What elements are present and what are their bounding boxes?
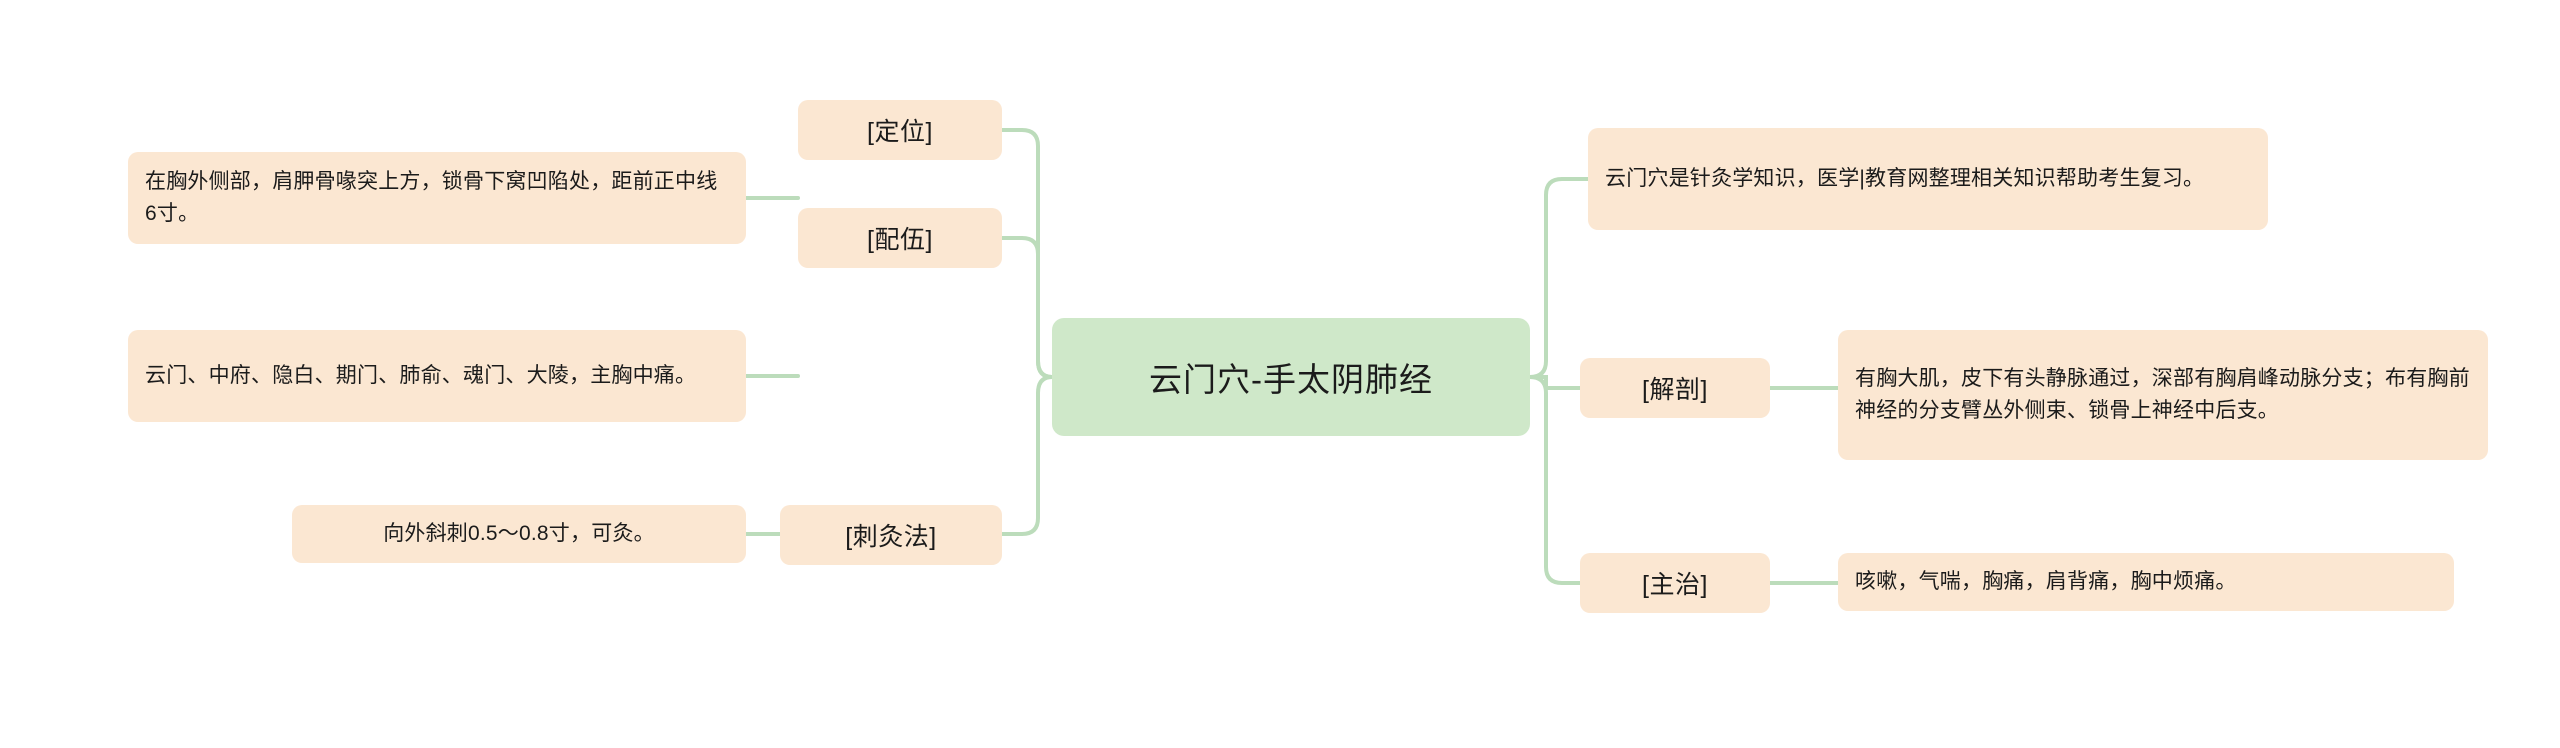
detail-box-intro[interactable]: 云门穴是针灸学知识，医学|教育网整理相关知识帮助考生复习。 bbox=[1588, 128, 2268, 230]
detail-box-jiepou[interactable]: 有胸大肌，皮下有头静脉通过，深部有胸肩峰动脉分支；布有胸前神经的分支臂丛外侧束、… bbox=[1838, 330, 2488, 460]
detail-text-cijiufa: 向外斜刺0.5～0.8寸，可灸。 bbox=[383, 522, 655, 546]
branch-label-cijiufa: [刺灸法] bbox=[845, 523, 937, 551]
edge-cijiufa-spine bbox=[1000, 375, 1054, 536]
branch-node-dingwei[interactable]: [定位] bbox=[798, 100, 1002, 160]
detail-box-zhuzhi[interactable]: 咳嗽，气喘，胸痛，肩背痛，胸中烦痛。 bbox=[1838, 553, 2454, 611]
detail-text-dingwei: 在胸外侧部，肩胛骨喙突上方，锁骨下窝凹陷处，距前正中线6寸。 bbox=[145, 170, 718, 225]
branch-label-zhuzhi: [主治] bbox=[1642, 571, 1708, 599]
edge-root-zhuzhi bbox=[1528, 375, 1582, 585]
edge-peiwu-spine bbox=[1000, 236, 1054, 379]
branch-node-cijiufa[interactable]: [刺灸法] bbox=[780, 505, 1002, 565]
detail-text-zhuzhi: 咳嗽，气喘，胸痛，肩背痛，胸中烦痛。 bbox=[1855, 570, 2237, 594]
branch-node-peiwu[interactable]: [配伍] bbox=[798, 208, 1002, 268]
root-node[interactable]: 云门穴-手太阴肺经 bbox=[1052, 318, 1530, 436]
branch-label-jiepou: [解剖] bbox=[1642, 376, 1708, 404]
detail-text-intro: 云门穴是针灸学知识，医学|教育网整理相关知识帮助考生复习。 bbox=[1605, 167, 2205, 191]
branch-label-dingwei: [定位] bbox=[867, 118, 933, 146]
branch-label-peiwu: [配伍] bbox=[867, 226, 933, 254]
branch-node-zhuzhi[interactable]: [主治] bbox=[1580, 553, 1770, 613]
detail-box-dingwei[interactable]: 在胸外侧部，肩胛骨喙突上方，锁骨下窝凹陷处，距前正中线6寸。 bbox=[128, 152, 746, 244]
root-label: 云门穴-手太阴肺经 bbox=[1149, 361, 1433, 398]
edge-root-intro bbox=[1528, 177, 1590, 379]
detail-text-jiepou: 有胸大肌，皮下有头静脉通过，深部有胸肩峰动脉分支；布有胸前神经的分支臂丛外侧束、… bbox=[1855, 367, 2470, 422]
branch-node-jiepou[interactable]: [解剖] bbox=[1580, 358, 1770, 418]
detail-text-peiwu: 云门、中府、隐白、期门、肺俞、魂门、大陵，主胸中痛。 bbox=[145, 364, 697, 388]
edge-root-jiepou bbox=[1528, 375, 1582, 391]
edge-dingwei-spine bbox=[1000, 128, 1054, 379]
detail-box-cijiufa[interactable]: 向外斜刺0.5～0.8寸，可灸。 bbox=[292, 505, 746, 563]
detail-box-peiwu[interactable]: 云门、中府、隐白、期门、肺俞、魂门、大陵，主胸中痛。 bbox=[128, 330, 746, 422]
